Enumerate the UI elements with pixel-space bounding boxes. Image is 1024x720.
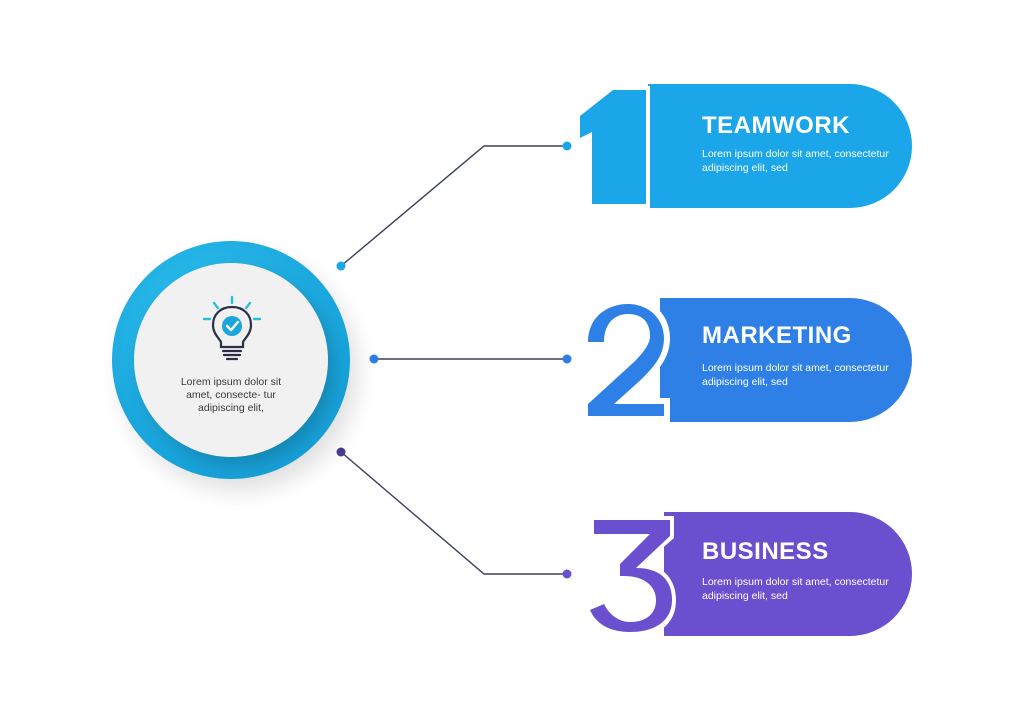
card-teamwork xyxy=(648,84,912,208)
lightbulb-check-icon xyxy=(202,295,262,361)
card-marketing xyxy=(660,298,912,422)
card-business xyxy=(664,512,912,636)
card-text-business: Lorem ipsum dolor sit amet, consectetur … xyxy=(702,576,889,602)
number-3: 3 xyxy=(578,506,676,638)
card-title-business: BUSINESS xyxy=(702,538,829,565)
number-1: 1 xyxy=(566,80,650,208)
number-1-text: 1 xyxy=(566,80,575,84)
card-text-marketing: Lorem ipsum dolor sit amet, consectetur … xyxy=(702,362,889,388)
hub-text: Lorem ipsum dolor sit amet, consecte- tu… xyxy=(180,376,282,414)
connector-2 xyxy=(369,354,572,364)
number-2: 2 xyxy=(572,292,670,422)
card-title-teamwork: TEAMWORK xyxy=(702,112,850,139)
card-text-teamwork: Lorem ipsum dolor sit amet, consectetur … xyxy=(702,148,889,174)
number-3-text: 3 xyxy=(578,506,587,510)
card-title-marketing: MARKETING xyxy=(702,322,852,349)
connector-3 xyxy=(336,447,572,579)
number-2-text: 2 xyxy=(572,292,581,296)
connector-1 xyxy=(336,141,572,271)
